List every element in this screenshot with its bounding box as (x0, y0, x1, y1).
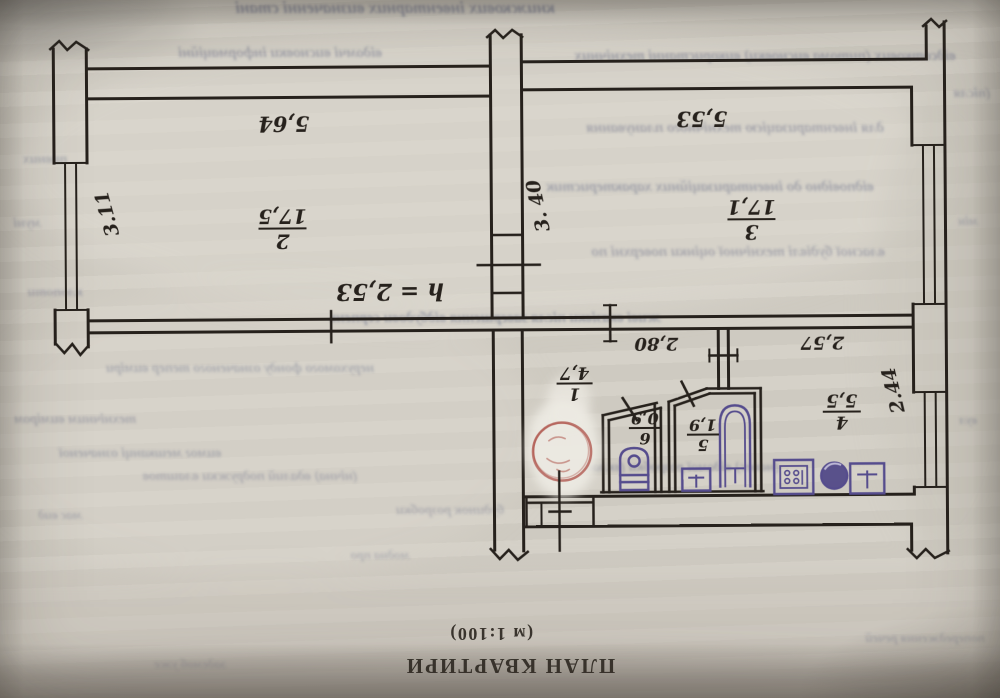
ghost-line: мін (958, 213, 979, 228)
wall-break (48, 39, 90, 52)
ghost-line: клопоти (27, 285, 82, 300)
stamp-marks (545, 436, 571, 473)
bath-sink-fixture (680, 467, 712, 492)
room6-area: 0,9 (631, 409, 659, 428)
plan-walls (48, 17, 951, 562)
room1-number: 1 (569, 383, 581, 403)
room4-area: 5,5 (826, 390, 857, 411)
room3-label: 3 17,1 (727, 195, 776, 244)
ghost-line: муні (13, 216, 42, 231)
room2-label: 2 17,5 (258, 204, 307, 253)
ghost-line: технічним виміром (14, 412, 136, 427)
ghost-line: має вид (38, 507, 83, 522)
wall-rungs (476, 233, 542, 295)
room4-number: 4 (836, 412, 849, 433)
door-leaf-mark (620, 396, 639, 422)
ghost-line: задемоб уже (154, 656, 227, 671)
room3-area: 17,1 (727, 195, 776, 219)
wall-break (488, 547, 530, 562)
entrance-door-axis (548, 470, 572, 552)
wall-break (53, 341, 91, 357)
ghost-line: книжкових інвентарних визначенні стані (235, 0, 555, 17)
room6-label: 6 0,9 (628, 409, 661, 448)
room4-label: 4 5,5 (822, 390, 861, 433)
wall-break (921, 17, 948, 29)
ghost-line: відомчі висновки інформаційні (177, 45, 382, 61)
stove-fixture (772, 458, 815, 496)
room2-number: 2 (275, 229, 290, 253)
ghost-line: будинок розробки (396, 503, 504, 518)
dim-room2-width: 5,64 (258, 111, 309, 136)
door-marks (603, 303, 739, 363)
stamp (527, 374, 600, 498)
stamp-circle (531, 421, 593, 482)
dim-hall-width: 2,80 (634, 333, 679, 354)
dim-kitchen-width: 2,57 (800, 332, 845, 353)
ghost-line: відповідно до інвентаризаційних характер… (546, 179, 874, 195)
dim-room3-width: 5,53 (676, 106, 727, 131)
window-kitchen (912, 390, 949, 489)
wall-break (905, 547, 951, 560)
ghost-line: модна про (350, 547, 410, 562)
ghost-line: попередження речей (865, 630, 984, 645)
kitchen-table-fixture (848, 462, 886, 495)
kitchen-sink-fixture (820, 461, 849, 490)
window-room2 (53, 161, 90, 312)
door-leaf-mark (679, 379, 696, 408)
room1-label: 1 4,7 (556, 362, 593, 404)
ghost-line: (нічна) вдалий подружки влаштов (142, 469, 358, 484)
ghost-line: нерухомого фонду означеного тепер виміри (106, 361, 374, 376)
bathtub-fixture (718, 404, 752, 488)
ghost-line: пивних (23, 152, 67, 167)
wall-break (485, 28, 524, 40)
plan-scale: (м 1:100) (449, 623, 533, 644)
room5-label: 5 1,9 (686, 415, 719, 455)
ghost-bleed-text: книжкових інвентарних визначенні стані в… (13, 0, 990, 671)
ghost-line: власної будівлі технічної оцінки поверхн… (591, 244, 885, 260)
ghost-line: для інвентаризацією технічного плануванн… (586, 120, 884, 136)
room6-number: 6 (639, 429, 650, 448)
ghost-line: вул (959, 412, 977, 427)
window-room3 (910, 143, 948, 306)
bathroom-walls (667, 379, 763, 494)
room5-area: 1,9 (689, 415, 717, 434)
room2-area: 17,5 (258, 204, 307, 228)
room5-number: 5 (697, 436, 708, 455)
ceiling-height-note: h = 2,53 (336, 277, 444, 305)
plan-title: ПЛАН КВАРТИРИ (405, 654, 615, 678)
room3-number: 3 (744, 220, 758, 244)
ghost-line: вимог мешканці означеної (58, 446, 222, 461)
wc-fixture (618, 446, 650, 492)
ghost-line: (після (954, 86, 991, 101)
room1-area: 4,7 (559, 362, 589, 382)
